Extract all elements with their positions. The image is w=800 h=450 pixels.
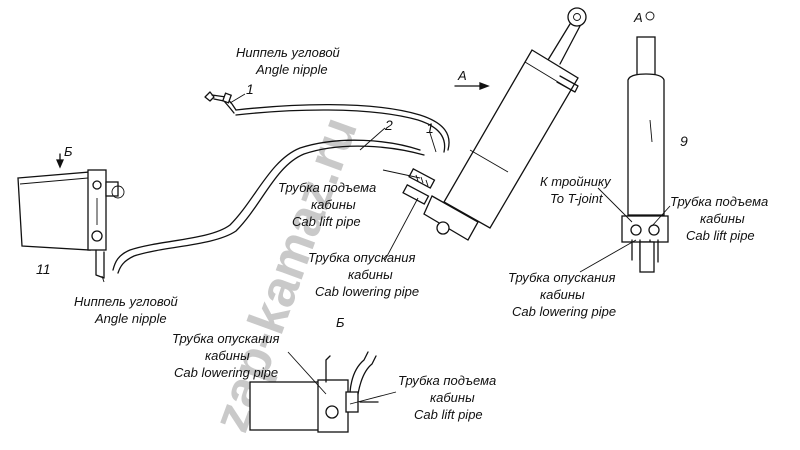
callout-1-nipple: 1 xyxy=(246,81,254,97)
label-lower-mid-ru2: кабины xyxy=(348,267,393,282)
label-lift-right-ru2: кабины xyxy=(700,211,745,226)
leader-lines xyxy=(101,93,671,405)
label-lower-bottom-ru2: кабины xyxy=(205,348,250,363)
label-nipple-top-ru: Ниппель угловой xyxy=(236,45,340,60)
callout-11: 11 xyxy=(36,261,51,277)
label-lift-right-en: Cab lift pipe xyxy=(686,228,755,243)
label-lift-mid-en: Cab lift pipe xyxy=(292,214,361,229)
view-a-marker xyxy=(645,11,655,21)
label-lift-bottom-ru2: кабины xyxy=(430,390,475,405)
label-lower-mid-ru1: Трубка опускания xyxy=(308,250,416,265)
pump-reservoir xyxy=(17,169,125,279)
label-lower-mid-en: Cab lowering pipe xyxy=(315,284,419,299)
callout-1-cylinder: 1 xyxy=(426,120,434,136)
label-nipple-bottom-en: Angle nipple xyxy=(94,311,167,326)
pipes-upper xyxy=(112,103,450,274)
angle-nipple-top xyxy=(204,91,237,114)
view-b-arrow-head xyxy=(56,159,64,169)
label-lift-mid-ru2: кабины xyxy=(311,197,356,212)
label-lift-bottom-ru1: Трубка подъема xyxy=(398,373,496,388)
label-lower-bottom-en: Cab lowering pipe xyxy=(174,365,278,380)
callout-9: 9 xyxy=(680,133,688,149)
label-view-b-arrow: Б xyxy=(64,144,73,159)
label-lower-right-ru1: Трубка опускания xyxy=(508,270,616,285)
tilt-cylinder xyxy=(402,7,587,241)
label-arrow-a: A xyxy=(457,68,467,83)
pump-view-b xyxy=(249,351,379,433)
label-lift-right-ru1: Трубка подъема xyxy=(670,194,768,209)
label-view-a: A xyxy=(633,10,643,25)
label-nipple-bottom-ru: Ниппель угловой xyxy=(74,294,178,309)
label-view-b: Б xyxy=(336,315,345,330)
cylinder-view-a xyxy=(621,36,669,273)
label-nipple-top-en: Angle nipple xyxy=(255,62,328,77)
label-tjoint-ru: К тройнику xyxy=(540,174,612,189)
callout-2: 2 xyxy=(384,117,393,133)
view-arrow-a xyxy=(454,82,490,90)
label-tjoint-en: To T-joint xyxy=(550,191,604,206)
label-lift-bottom-en: Cab lift pipe xyxy=(414,407,483,422)
label-lower-right-ru2: кабины xyxy=(540,287,585,302)
label-lift-mid-ru1: Трубка подъема xyxy=(278,180,376,195)
label-lower-right-en: Cab lowering pipe xyxy=(512,304,616,319)
label-lower-bottom-ru1: Трубка опускания xyxy=(172,331,280,346)
